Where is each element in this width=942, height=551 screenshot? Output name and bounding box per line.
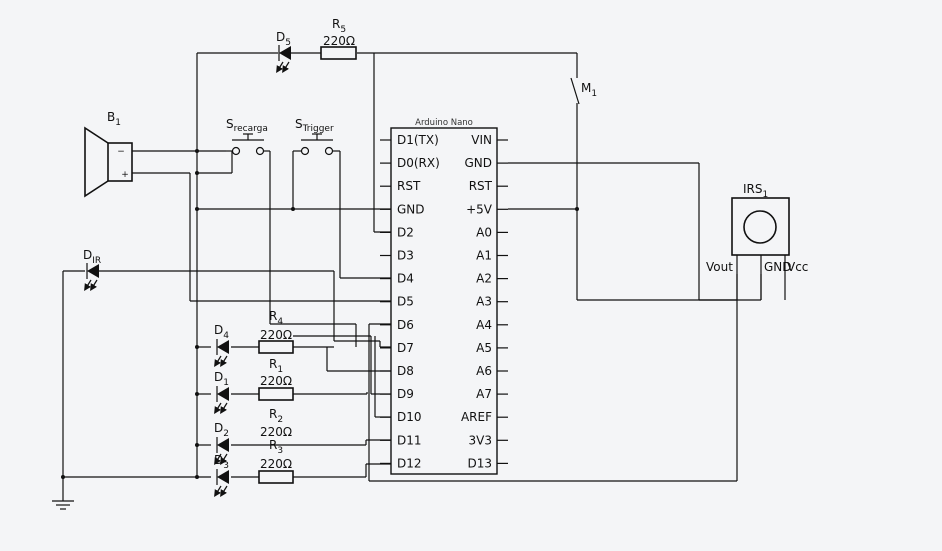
arduino-pin-d10: D10 (397, 410, 422, 424)
d5-label: D5 (276, 30, 291, 48)
arduino-pin-d5: D5 (397, 295, 414, 309)
arduino-pin-gnd: GND (397, 202, 425, 216)
r2-value: 220Ω (260, 425, 292, 439)
arduino-pin-d12: D12 (397, 456, 422, 470)
arduino-pin-d1-tx-: D1(TX) (397, 133, 439, 147)
d4-label: D4 (214, 323, 229, 341)
resistor-r1: R1 220Ω (258, 357, 294, 401)
r1-label: R1 (269, 357, 283, 375)
arduino-pin-rst: RST (397, 179, 421, 193)
arduino-pin-gnd: GND (464, 156, 492, 170)
arduino-pin-3v3: 3V3 (469, 433, 492, 447)
led-d3: D3 (214, 453, 229, 498)
diode-d5: D5 (276, 30, 291, 74)
arduino-pin-d3: D3 (397, 249, 414, 263)
arduino-pin-d2: D2 (397, 225, 414, 239)
r4-value: 220Ω (260, 328, 292, 342)
arduino-pin-a3: A3 (476, 295, 492, 309)
arduino-pin-a5: A5 (476, 341, 492, 355)
r3-label: R3 (269, 438, 283, 456)
irs1-label: IRS1 (743, 182, 768, 200)
arduino-left-pins: D1(TX) D0(RX) RST GND D2D3D4D5D6D7D8D9D10D11… (380, 133, 440, 470)
led-d2: D2 (214, 421, 229, 466)
r4-label: R4 (269, 309, 283, 327)
junctions (61, 149, 579, 479)
speaker-b1: − + B1 (84, 110, 133, 198)
switch-m1: M1 (570, 77, 597, 105)
arduino-nano: Arduino Nano D1(TX)D0(RX)RSTGNDD2D3D4D5D… (380, 118, 508, 475)
arduino-pin-d4: D4 (397, 272, 414, 286)
switch-trigger: STrigger (295, 117, 334, 156)
arduino-title: Arduino Nano (415, 118, 473, 128)
r3-value: 220Ω (260, 457, 292, 471)
resistor-r3: R3 220Ω (258, 438, 294, 484)
m1-label: M1 (581, 81, 597, 99)
r5-value: 220Ω (323, 34, 355, 48)
arduino-pin-d9: D9 (397, 387, 414, 401)
dir-label: DIR (83, 248, 101, 266)
ground-symbol (52, 500, 74, 510)
irs1-vout-label: Vout (706, 260, 733, 274)
diode-dir: DIR (83, 248, 101, 292)
arduino-pin-aref: AREF (461, 410, 492, 424)
resistor-r4: R4 220Ω (258, 309, 294, 354)
resistor-r2: R2 220Ω (260, 407, 292, 439)
ir-sensor-irs1: IRS1 Vout GND Vcc (706, 182, 808, 300)
arduino-pin--5v: +5V (466, 202, 493, 216)
arduino-pin-vin: VIN (471, 133, 492, 147)
resistor-r5: R5 220Ω (320, 17, 357, 60)
r2-label: R2 (269, 407, 283, 425)
irs1-gnd-label: GND (764, 260, 792, 274)
d1-label: D1 (214, 370, 229, 388)
switch-trigger-label: STrigger (295, 117, 334, 134)
arduino-pin-d11: D11 (397, 433, 422, 447)
arduino-pin-a7: A7 (476, 387, 492, 401)
d3-label: D3 (214, 453, 229, 471)
led-d1: D1 (214, 370, 229, 415)
arduino-pin-d8: D8 (397, 364, 414, 378)
d2-label: D2 (214, 421, 229, 439)
irs1-vcc-label: Vcc (787, 260, 808, 274)
arduino-pin-d0-rx-: D0(RX) (397, 156, 440, 170)
arduino-pin-rst: RST (469, 179, 493, 193)
arduino-pin-a4: A4 (476, 318, 492, 332)
arduino-pin-a0: A0 (476, 225, 492, 239)
arduino-pin-d6: D6 (397, 318, 414, 332)
switch-recarga-label: Srecarga (226, 117, 268, 134)
arduino-pin-a6: A6 (476, 364, 492, 378)
arduino-pin-d7: D7 (397, 341, 414, 355)
speaker-plus-label: + (121, 170, 129, 180)
speaker-minus-label: − (117, 147, 125, 157)
switch-recarga: Srecarga (226, 117, 268, 156)
r5-label: R5 (332, 17, 346, 35)
speaker-label: B1 (107, 110, 121, 128)
arduino-pin-d13: D13 (467, 456, 492, 470)
r1-value: 220Ω (260, 374, 292, 388)
led-d4: D4 (214, 323, 229, 368)
arduino-pin-a2: A2 (476, 272, 492, 286)
arduino-pin-a1: A1 (476, 249, 492, 263)
